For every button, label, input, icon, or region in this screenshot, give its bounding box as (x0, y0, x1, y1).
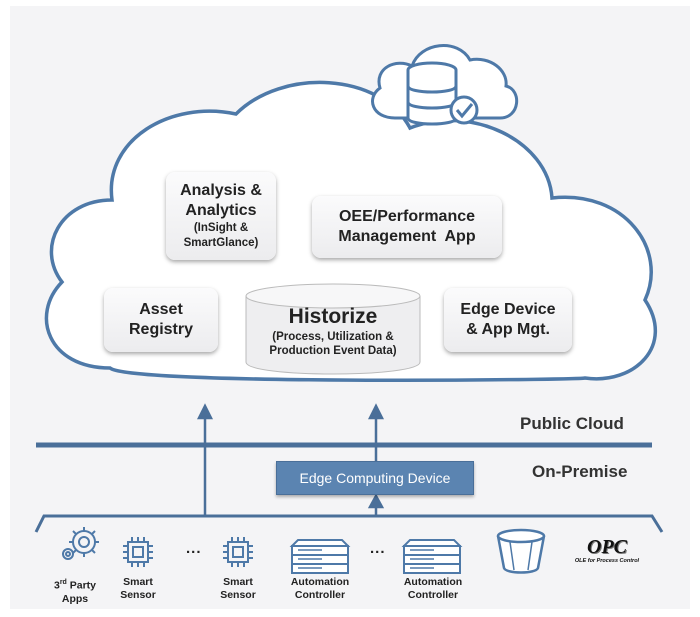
asset-registry-box: Asset Registry (104, 288, 218, 352)
analysis-title-line2: Analytics (185, 202, 257, 219)
smart-sensor-1-line1: Smart (123, 576, 153, 588)
arrow-right-upper (367, 403, 385, 461)
smart-sensor-1-line2: Sensor (120, 589, 156, 601)
chip-icon (223, 537, 253, 567)
rack-icon (289, 539, 351, 574)
analysis-sub-line1: (InSight & (193, 222, 249, 234)
edge-computing-device-box: Edge Computing Device (276, 461, 474, 495)
analysis-sub-line2: SmartGlance) (183, 237, 259, 249)
on-premise-bracket (34, 514, 664, 533)
opc-logo-word: OPC (587, 536, 627, 558)
automation-controller-2-line1: Automation (403, 576, 463, 588)
drum-icon (496, 528, 546, 574)
historize-label: Historize (Process, Utilization & Produc… (246, 290, 420, 370)
automation-controller-2-label: Automation Controller (388, 576, 478, 602)
historize-title: Historize (288, 305, 378, 328)
third-party-apps-label: 3rd Party Apps (30, 576, 120, 606)
automation-controller-2-line2: Controller (407, 589, 459, 601)
rack-icon (401, 539, 463, 574)
gear-icon (62, 527, 99, 560)
ellipsis-2: ... (370, 540, 386, 557)
smart-sensor-1-label: Smart Sensor (93, 576, 183, 602)
third-party-pre: 3 (53, 579, 60, 592)
asset-line2: Registry (128, 321, 194, 338)
arrow-right-lower (367, 493, 385, 516)
oee-line1: OEE/Performance (338, 208, 476, 225)
oee-performance-box: OEE/Performance Management App (312, 196, 502, 258)
on-premise-label: On-Premise (532, 462, 628, 481)
oee-line2: Management App (338, 228, 476, 245)
opc-logo: OPC OLE for Process Control (568, 536, 646, 572)
third-party-post: Party (66, 579, 97, 592)
historize-sub-line2: Production Event Data) (269, 345, 397, 357)
edge-mgmt-line1: Edge Device (460, 301, 556, 318)
ellipsis-1: ... (186, 540, 202, 557)
arrow-left (196, 403, 214, 516)
smart-sensor-2-label: Smart Sensor (193, 576, 283, 602)
edge-mgmt-line2: & App Mgt. (466, 321, 550, 338)
historize-sub-line1: (Process, Utilization & (272, 331, 394, 343)
public-cloud-label: Public Cloud (520, 414, 624, 433)
asset-line1: Asset (139, 301, 183, 318)
smart-sensor-2-line1: Smart (223, 576, 253, 588)
automation-controller-1-line2: Controller (294, 589, 346, 601)
analysis-title-line1: Analysis & (180, 182, 262, 199)
chip-icon (123, 537, 153, 567)
opc-logo-tagline: OLE for Process Control (574, 558, 640, 564)
edge-computing-device-label: Edge Computing Device (299, 470, 451, 486)
third-party-sup: rd (59, 579, 67, 586)
analysis-analytics-box: Analysis & Analytics (InSight & SmartGla… (166, 172, 276, 260)
cloud-database-icon (371, 44, 519, 126)
automation-controller-1-line1: Automation (290, 576, 350, 588)
historize-cylinder (245, 283, 421, 375)
edge-device-mgmt-box: Edge Device & App Mgt. (444, 288, 572, 352)
third-party-line2: Apps (61, 592, 89, 605)
smart-sensor-2-line2: Sensor (220, 589, 256, 601)
automation-controller-1-label: Automation Controller (275, 576, 365, 602)
